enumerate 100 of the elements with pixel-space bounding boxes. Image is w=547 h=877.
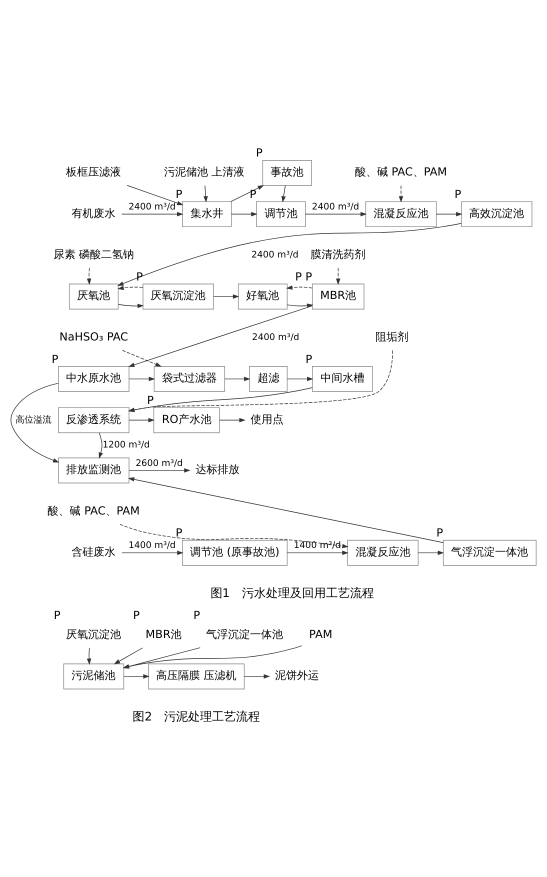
node-label: P [305, 352, 312, 366]
node-label: P [132, 608, 140, 622]
arrow [128, 376, 156, 381]
arrow [128, 417, 155, 422]
node-box: 排放监测池 [58, 457, 130, 483]
node-label: P [436, 526, 444, 540]
node-box: 超滤 [249, 366, 288, 392]
arrow [286, 303, 314, 308]
arrow [128, 468, 190, 472]
node-box: 气浮沉淀一体池 [442, 539, 536, 566]
arrow [126, 184, 184, 205]
arrow [230, 184, 264, 202]
arrow [118, 303, 144, 308]
edge-label: 1400 m³/d [128, 540, 176, 551]
node-text: 膜清洗药剂 [310, 247, 366, 260]
arrow [122, 550, 184, 555]
node-box: 调节池 (原事故池) [182, 539, 288, 566]
node-box: 厌氧池 [68, 283, 119, 309]
arrow [203, 184, 208, 202]
node-label: P P [295, 270, 312, 283]
node-text: 尿素 磷酸二氢钠 [53, 247, 134, 260]
node-box: 混凝反应池 [365, 200, 437, 227]
node-box: RO产水池 [153, 406, 220, 433]
node-text: 气浮沉淀一体池 [206, 627, 284, 640]
arrow [287, 376, 314, 381]
arrow [286, 550, 349, 555]
arrow [213, 294, 240, 298]
node-box: 污泥储池 [63, 663, 124, 689]
node-text: NaHSO₃ PAC [59, 330, 128, 343]
arrow [398, 184, 404, 202]
node-box: 高压隔膜 压滤机 [148, 663, 245, 689]
node-label: P [193, 608, 200, 622]
edge-label: 2400 m³/d [251, 250, 299, 260]
arrow [128, 304, 313, 366]
node-label: P [256, 146, 263, 160]
arrow [128, 386, 313, 412]
node-box: 反渗透系统 [58, 406, 130, 433]
node-box: 厌氧沉淀池 [142, 283, 214, 309]
node-box: 调节池 [256, 200, 306, 227]
edge-label: 2400 m³/d [128, 202, 176, 212]
arrow [305, 211, 367, 216]
node-text: 泥饼外运 [274, 668, 319, 682]
node-label: P [52, 352, 58, 366]
node-text: 使用点 [250, 412, 284, 426]
arrow [114, 647, 143, 664]
node-text: 达标排放 [195, 462, 240, 476]
arrow [231, 211, 258, 216]
arrow [117, 285, 144, 290]
node-text: 污泥储池 上清液 [164, 165, 244, 178]
node-text: 阻垢剂 [375, 330, 408, 343]
node-text: 有机废水 [72, 206, 116, 220]
edge-label: 2400 m³/d [312, 202, 360, 212]
node-box: 混凝反应池 [347, 539, 418, 566]
node-text: 酸、碱 PAC、PAM [354, 165, 448, 178]
arrow [117, 222, 462, 286]
arrow [128, 350, 393, 412]
node-box: 事故池 [262, 160, 312, 186]
arrow [123, 674, 150, 678]
node-text: 含硅废水 [72, 544, 116, 558]
node-box: 集水井 [182, 200, 232, 227]
node-text: MBR池 [146, 627, 182, 640]
arrow [244, 674, 270, 678]
arrow [436, 211, 462, 216]
node-box: 好氧池 [238, 283, 288, 309]
node-label: P [454, 187, 462, 200]
arrow [219, 417, 246, 422]
node-text: 酸、碱 PAC、PAM [48, 504, 140, 517]
node-label: P [54, 608, 60, 622]
arrow [418, 550, 444, 555]
arrow [224, 376, 250, 381]
node-label: P [176, 187, 182, 200]
node-box: 袋式过滤器 [154, 366, 226, 392]
arrow [336, 267, 340, 284]
label: 图1 污水处理及回用工艺流程 [210, 585, 374, 600]
arrow [122, 350, 162, 366]
arrow [281, 184, 286, 202]
arrow [286, 284, 313, 290]
node-label: P [146, 393, 154, 406]
node-box: MBR池 [312, 283, 364, 309]
arrow [120, 523, 349, 548]
arrow [86, 647, 92, 664]
node-box: 中间水槽 [312, 366, 373, 392]
node-box: 中水原水池 [58, 366, 130, 392]
edge-label: 2400 m³/d [252, 332, 300, 343]
edge-label: 高位溢流 [16, 415, 52, 426]
arrow [10, 382, 60, 462]
node-text: 板框压滤液 [66, 165, 122, 178]
node-label: P [250, 187, 256, 200]
edge-label: 1400 m³/d [294, 540, 342, 551]
label: 图2 污泥处理工艺流程 [132, 709, 260, 723]
edge-label: 1200 m³/d [102, 440, 150, 450]
arrow [98, 432, 103, 458]
node-box: 高效沉淀池 [461, 200, 532, 227]
node-text: 厌氧沉淀池 [66, 627, 122, 640]
arrow [86, 267, 92, 284]
node-text: PAM [309, 627, 332, 640]
node-label: P [176, 526, 182, 540]
edge-label: 2600 m³/d [136, 458, 183, 468]
arrow [121, 211, 184, 216]
arrow [128, 476, 444, 542]
